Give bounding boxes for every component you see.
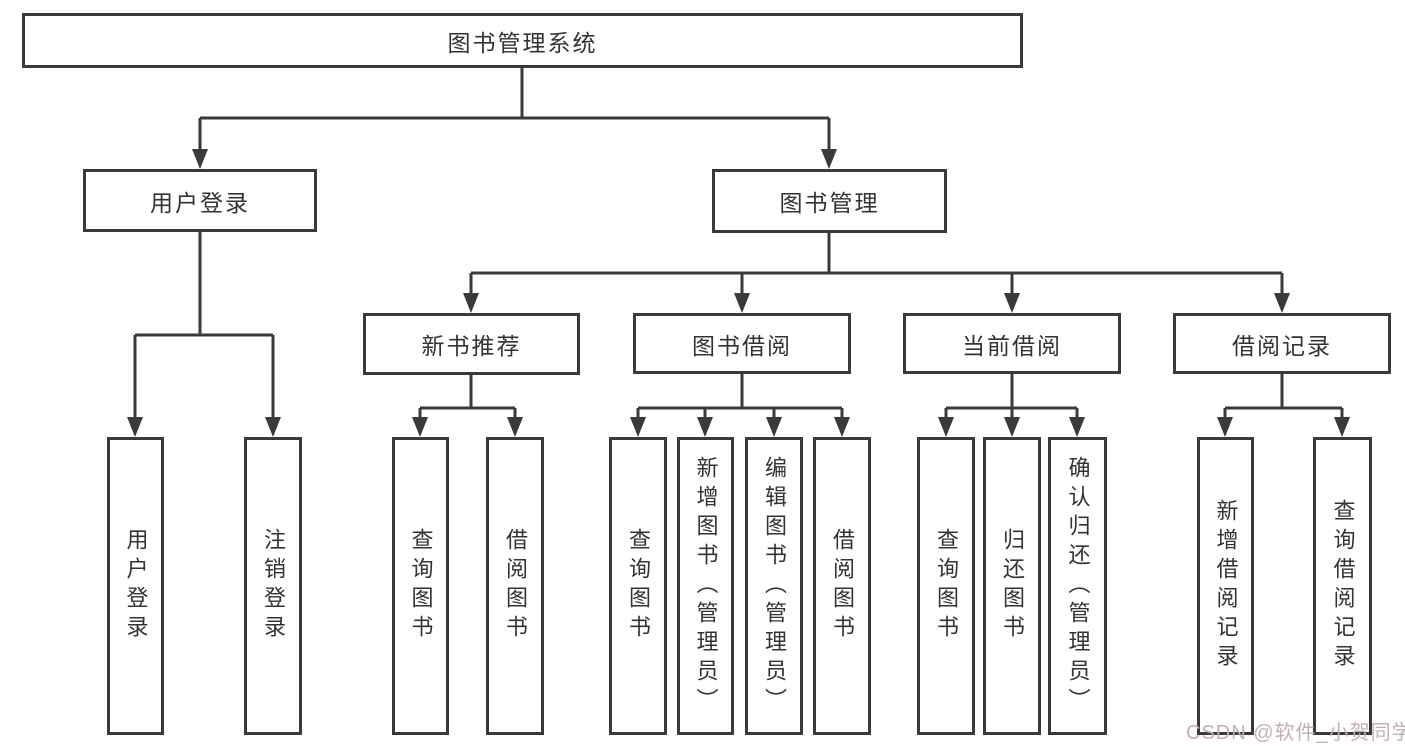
connector-new-book-to-leaves xyxy=(418,373,517,420)
arrowhead xyxy=(1069,417,1085,437)
arrowhead xyxy=(507,417,523,437)
arrowhead xyxy=(1217,417,1233,437)
connector-book-borrow-to-leaves xyxy=(636,372,844,420)
leaf-label: 借阅图书 xyxy=(830,528,855,644)
leaf-label: 查询图书 xyxy=(934,528,959,644)
leaf-edit-books-admin: 编辑图书（管理员） xyxy=(745,437,803,735)
leaf-label: 借阅图书 xyxy=(503,528,528,644)
connector-root-to-level2 xyxy=(198,67,831,152)
leaf-label: 查询借阅记录 xyxy=(1330,499,1356,673)
arrowhead xyxy=(938,417,954,437)
connector-book-management-to-level3 xyxy=(469,231,1284,296)
leaf-label: 新增借阅记录 xyxy=(1213,499,1239,673)
leaf-label: 用户登录 xyxy=(123,528,149,644)
leaf-query-books-borrow: 查询图书 xyxy=(609,437,667,735)
arrowhead xyxy=(697,417,713,437)
connector-borrow-records-to-leaves xyxy=(1223,372,1344,420)
arrowhead xyxy=(192,149,208,169)
leaf-confirm-return-admin: 确认归还（管理员） xyxy=(1048,437,1107,735)
arrowhead xyxy=(1274,293,1290,313)
arrowhead xyxy=(821,149,837,169)
node-book-borrowing: 图书借阅 xyxy=(633,313,851,374)
node-label: 图书管理 xyxy=(779,190,880,216)
leaf-query-borrow-record: 查询借阅记录 xyxy=(1313,437,1372,735)
node-label: 用户登录 xyxy=(150,189,250,216)
node-label: 当前借阅 xyxy=(962,332,1062,359)
node-book-management: 图书管理 xyxy=(712,169,947,233)
leaf-label: 确认归还（管理员） xyxy=(1065,455,1091,717)
leaf-label: 注销登录 xyxy=(261,528,286,644)
leaf-label: 查询图书 xyxy=(626,528,651,644)
arrowhead xyxy=(1004,417,1020,437)
node-label: 图书管理系统 xyxy=(447,29,598,56)
node-label: 新书推荐 xyxy=(421,333,522,359)
arrowhead xyxy=(834,417,850,437)
leaf-query-books-recommend: 查询图书 xyxy=(392,437,449,735)
leaf-label: 编辑图书（管理员） xyxy=(762,455,787,717)
arrowhead xyxy=(766,417,782,437)
arrowhead xyxy=(1004,293,1020,313)
arrowhead xyxy=(1334,417,1350,437)
leaf-add-books-admin: 新增图书（管理员） xyxy=(677,437,734,735)
arrowhead xyxy=(630,417,646,437)
leaf-logout-login: 注销登录 xyxy=(244,437,302,735)
node-library-management-system: 图书管理系统 xyxy=(22,13,1023,68)
leaf-borrow-books-recommend: 借阅图书 xyxy=(486,437,544,735)
arrowhead xyxy=(412,417,428,437)
node-new-book-recommendation: 新书推荐 xyxy=(363,313,580,375)
node-user-login: 用户登录 xyxy=(83,169,317,232)
connector-user-login-to-leaves xyxy=(133,230,275,420)
node-label: 借阅记录 xyxy=(1232,332,1332,359)
leaf-label: 查询图书 xyxy=(408,528,434,644)
arrowhead xyxy=(463,293,479,313)
csdn-watermark: CSDN @软件_小贺同学 xyxy=(1186,722,1405,744)
leaf-label: 归还图书 xyxy=(1000,528,1025,644)
node-label: 图书借阅 xyxy=(692,332,792,359)
leaf-add-borrow-record: 新增借阅记录 xyxy=(1197,437,1254,735)
leaf-label: 新增图书（管理员） xyxy=(693,455,719,717)
connector-current-borrow-to-leaves xyxy=(944,372,1079,420)
arrowhead xyxy=(127,417,143,437)
leaf-query-books-current: 查询图书 xyxy=(917,437,975,735)
node-borrowing-records: 借阅记录 xyxy=(1173,313,1391,374)
leaf-borrow-books: 借阅图书 xyxy=(813,437,871,735)
arrowhead xyxy=(265,417,281,437)
leaf-return-books: 归还图书 xyxy=(983,437,1041,735)
arrowhead xyxy=(734,293,750,313)
node-current-borrowing: 当前借阅 xyxy=(903,313,1121,374)
leaf-user-login: 用户登录 xyxy=(107,437,164,735)
